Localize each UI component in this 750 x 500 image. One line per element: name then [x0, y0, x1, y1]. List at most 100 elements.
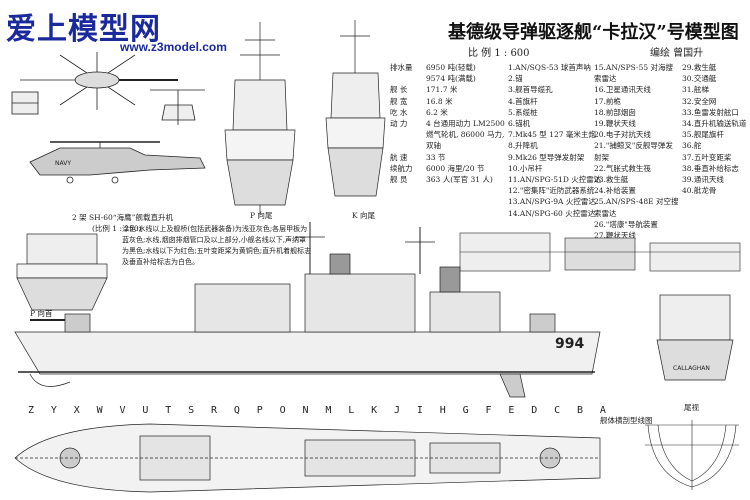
- p-bow-caption: P 向首: [30, 309, 53, 318]
- spec-row: 舰 长 171.7 米: [390, 84, 505, 95]
- legend-item: 17.前桅: [594, 96, 621, 106]
- spec-row: 9574 吨(满载): [390, 73, 505, 84]
- legend-item: 10.小吊杆: [508, 163, 543, 173]
- spec-value: 9574 吨(满载): [426, 74, 476, 84]
- station-letter: Y: [50, 405, 57, 416]
- station-letter: Z: [28, 405, 35, 416]
- station-letter: P: [256, 405, 263, 416]
- station-letter: J: [394, 405, 401, 416]
- spec-value: 6.2 米: [426, 107, 448, 117]
- station-letter: Q: [233, 405, 240, 416]
- spec-value: 燃气轮机, 86000 马力,: [426, 130, 505, 140]
- legend-item: 4.首旗杆: [508, 96, 538, 106]
- stern-view: CALLAGHAN: [656, 294, 734, 381]
- spec-row: 吃 水 6.2 米: [390, 107, 505, 118]
- spec-value: 双轴: [426, 141, 441, 151]
- legend-item: 33.鱼雷发射舷口: [682, 107, 739, 117]
- spec-value: 363 人(军官 31 人): [426, 175, 493, 185]
- station-letter: B: [577, 405, 584, 416]
- spec-label: 舰 员: [390, 175, 408, 185]
- spec-row: 舰 员 363 人(军官 31 人): [390, 174, 505, 185]
- legend-item: 13.AN/SPG-9A 火控雷达: [508, 197, 596, 207]
- svg-text:NAVY: NAVY: [55, 160, 71, 167]
- legend-item: 16.卫星通讯天线: [594, 85, 651, 95]
- station-letter: E: [508, 405, 515, 416]
- legend-item: 11.AN/SPG-51D 火控雷达: [508, 175, 602, 185]
- station-letter: R: [211, 405, 218, 416]
- legend-item: 29.救生艇: [682, 63, 717, 72]
- spec-label: [390, 140, 426, 151]
- legend-item: 14.AN/SPG-60 火控雷达: [508, 208, 596, 218]
- station-letter: I: [416, 405, 423, 416]
- legend-item: 39.通讯天线: [682, 175, 724, 185]
- station-letter: S: [188, 405, 195, 416]
- legend-item: 1.AN/SQS-53 球首声呐: [508, 63, 591, 72]
- legend-item: 31.舷梯: [682, 85, 709, 95]
- hull-number: 994: [555, 336, 584, 352]
- legend-item: 25.AN/SPS-48E 对空搜索雷达: [594, 197, 679, 218]
- station-letter: A: [599, 405, 606, 416]
- k-stern-view: [325, 20, 386, 197]
- legend-item: 32.安全网: [682, 96, 717, 106]
- station-letter: W: [96, 405, 103, 416]
- station-letter: U: [142, 405, 149, 416]
- hull: [14, 331, 601, 375]
- spec-value: 171.7 米: [426, 85, 458, 95]
- p-stern-view: [224, 22, 296, 215]
- ship-deck-plan: [14, 423, 601, 493]
- spec-label: 吃 水: [390, 107, 408, 117]
- superstructure-detail: [459, 232, 741, 272]
- spec-value: 33 节: [426, 152, 446, 162]
- editor-label: 编绘 曾国升: [650, 48, 704, 59]
- legend-item: 34.直升机输送轨道: [682, 119, 747, 129]
- stern-view-caption: 尾视: [684, 403, 699, 412]
- k-stern-caption: K 向尾: [352, 211, 375, 220]
- station-letter: V: [119, 405, 126, 416]
- page-title: 基德级导弹驱逐舰“卡拉汉”号模型图: [448, 22, 739, 43]
- ship-side-profile: 994: [14, 222, 601, 398]
- legend-item: 12."密集阵"近防武器系统: [508, 186, 595, 196]
- site-logo: 爱上模型网: [6, 12, 161, 47]
- site-url: www.z3model.com: [120, 40, 227, 54]
- legend-item: 21."捕鲸叉"反舰导弹发射架: [594, 141, 673, 162]
- spec-label: 舰 长: [390, 85, 408, 95]
- station-letter: F: [485, 405, 492, 416]
- station-letter: M: [325, 405, 332, 416]
- spec-label: 航 速: [390, 152, 408, 162]
- legend-item: 7.Mk45 型 127 毫米主炮: [508, 130, 596, 140]
- legend-item: 20.电子对抗天线: [594, 130, 651, 140]
- spec-label: [390, 73, 426, 84]
- spec-label: [390, 129, 426, 140]
- legend-item: 24.补给装置: [594, 186, 636, 196]
- helicopter-caption: 2 架 SH-60“海鹰”舰载直升机: [72, 213, 173, 222]
- legend-item: 18.前部烟囱: [594, 107, 636, 117]
- legend-item: 35.舰尾旗杆: [682, 130, 724, 140]
- station-letter: G: [462, 405, 469, 416]
- station-letter: D: [531, 405, 538, 416]
- station-letter: L: [348, 405, 355, 416]
- legend-item: 9.Mk26 型导弹发射架: [508, 152, 585, 162]
- station-letter: X: [73, 405, 80, 416]
- station-letter: H: [439, 405, 446, 416]
- legend-item: 26."塔康"导航装置: [594, 219, 658, 229]
- helicopter-drawings: NAVY: [11, 52, 206, 184]
- station-letter: C: [554, 405, 561, 416]
- legend-item: 27.鞭状天线: [594, 231, 636, 241]
- spec-row: 燃气轮机, 86000 马力,: [390, 129, 505, 140]
- paint-scheme-note: 涂色:水线以上及舰桥(包括武器装备)为浅亚灰色;各层甲板为蓝灰色;水线,烟囱排烟…: [122, 225, 312, 266]
- spec-label: 动 力: [390, 119, 408, 129]
- helicopter-scale: (比例 1 : 250): [92, 224, 142, 233]
- legend-item: 5.系缆桩: [508, 107, 538, 117]
- spec-value: 6950 吨(轻载): [426, 63, 476, 72]
- station-letter: T: [165, 405, 172, 416]
- legend-item: 19.鞭状天线: [594, 119, 636, 129]
- legend-item: 40.舭龙骨: [682, 186, 717, 196]
